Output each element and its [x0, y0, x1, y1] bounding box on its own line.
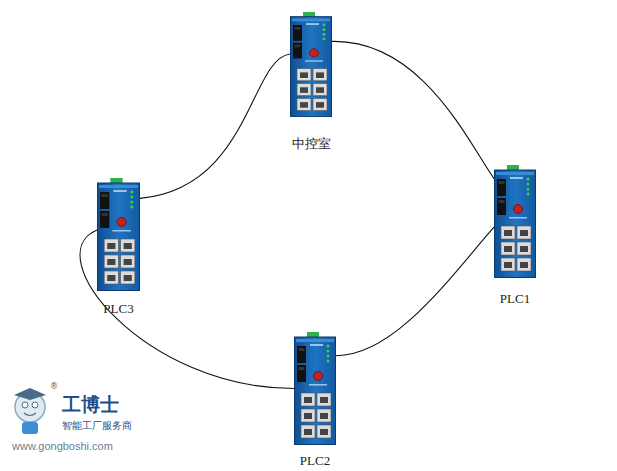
network-switch: PLC1 [494, 165, 536, 278]
network-cable [140, 54, 290, 198]
switch-illustration [494, 165, 536, 278]
node-caption: 中控室 [292, 135, 331, 153]
node-caption: PLC3 [103, 301, 133, 317]
watermark-text: 智能工厂服务商 [62, 419, 132, 433]
network-cable [336, 227, 494, 356]
watermark-text: www.gongboshi.com [12, 440, 113, 452]
network-switch: PLC3 [97, 178, 140, 291]
node-caption: PLC2 [300, 453, 330, 469]
watermark-text: 工博士 [62, 392, 119, 418]
switch-illustration [97, 178, 140, 291]
switch-illustration [294, 332, 336, 445]
network-switch: PLC2 [294, 332, 336, 445]
watermark-text: ® [50, 382, 58, 391]
network-switch: 中控室 [290, 12, 332, 117]
network-cable [332, 41, 494, 178]
switch-illustration [290, 12, 332, 117]
node-caption: PLC1 [500, 291, 530, 307]
